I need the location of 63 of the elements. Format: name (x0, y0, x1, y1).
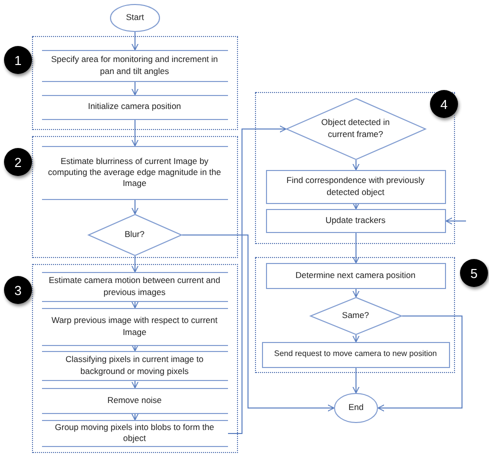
process-box (42, 272, 228, 302)
step-number: 4 (430, 90, 458, 118)
step-label: Send request to move camera to new position (274, 349, 437, 360)
process-box (42, 308, 228, 346)
step-label: Estimate camera motion between current and previous images (48, 275, 222, 298)
arrow (132, 120, 138, 146)
step-group-box (255, 92, 455, 244)
arrow (132, 82, 138, 96)
step-group-box (32, 36, 238, 130)
process-box (42, 94, 228, 120)
arrow (132, 256, 138, 272)
process-box (262, 342, 450, 368)
decision-label: Object detected in current frame? (320, 117, 391, 140)
arrow (352, 368, 360, 394)
decision-label: Same? (341, 310, 370, 322)
terminal-ellipse (334, 393, 378, 423)
arrow (132, 413, 138, 420)
step-number: 5 (460, 259, 488, 287)
arrow (352, 202, 360, 210)
step-label: Specify area for monitoring and increment in pan and tilt angles (50, 54, 219, 77)
arrow (352, 160, 360, 170)
process-box (42, 50, 228, 82)
process-box (266, 208, 446, 232)
terminal-ellipse (110, 4, 160, 32)
arrow (132, 380, 138, 388)
step-group-box (32, 264, 238, 453)
step-label: Determine next camera position (294, 270, 416, 282)
process-box (42, 420, 228, 446)
step-label: Group moving pixels into blobs to form the object (54, 422, 216, 444)
process-box (266, 170, 446, 204)
arrow (132, 344, 138, 352)
arrow (378, 316, 462, 412)
arrow (182, 234, 334, 412)
step-label: Update trackers (324, 214, 386, 226)
process-box (42, 146, 228, 200)
step-label: Initialize camera position (86, 101, 182, 113)
arrow (132, 301, 138, 308)
step-group-box (32, 136, 238, 258)
step-number: 2 (4, 148, 32, 176)
step-group-box (255, 257, 455, 373)
arrow (352, 288, 360, 298)
terminal-label: End (347, 402, 365, 414)
arrow (446, 218, 466, 224)
decision-diamond (310, 296, 402, 334)
decision-label: Blur? (124, 228, 146, 240)
step-number: 1 (4, 46, 32, 74)
arrow (132, 200, 138, 214)
arrow (132, 32, 138, 50)
step-label: Estimate blurriness of current Image by computing the average edge magnitude in the Image (47, 156, 222, 190)
step-label: Find correspondence with previously detected object (286, 175, 426, 198)
arrow (352, 334, 360, 342)
step-label: Classifying pixels in current image to background or moving pixels (64, 354, 204, 377)
process-box (42, 388, 228, 414)
step-number: 3 (4, 276, 32, 304)
step-label: Remove noise (106, 394, 163, 406)
process-box (42, 350, 228, 380)
arrow (228, 126, 286, 434)
step-label: Warp previous image with respect to current Image (50, 315, 218, 338)
decision-diamond (286, 98, 426, 160)
process-box (266, 262, 446, 288)
decision-diamond (88, 214, 182, 256)
arrow (352, 232, 360, 264)
terminal-label: Start (125, 12, 145, 24)
